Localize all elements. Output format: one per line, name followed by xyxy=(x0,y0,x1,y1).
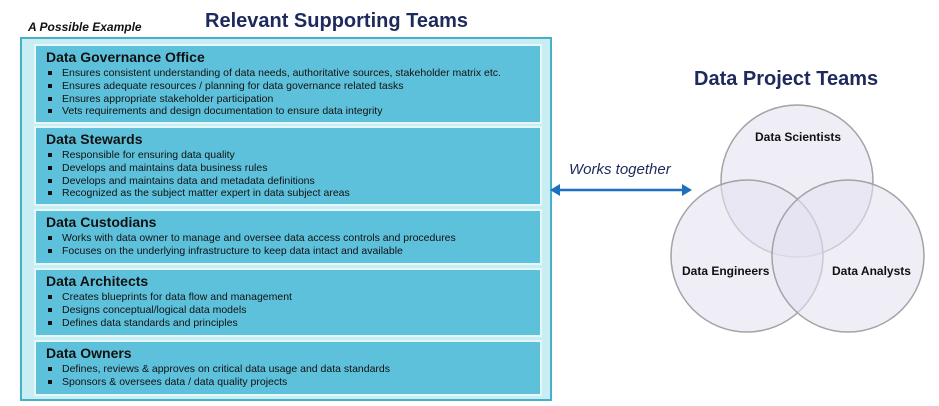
bullet-item: Sponsors & oversees data / data quality … xyxy=(46,376,530,389)
bullet-item: Vets requirements and design documentati… xyxy=(46,105,530,118)
double-arrow-icon xyxy=(550,184,692,196)
team-responsibilities: Responsible for ensuring data quality De… xyxy=(46,149,530,200)
venn-label-data-engineers: Data Engineers xyxy=(682,264,770,278)
venn-label-data-analysts: Data Analysts xyxy=(832,264,911,278)
team-data-stewards: Data Stewards Responsible for ensuring d… xyxy=(34,126,542,206)
bullet-item: Focuses on the underlying infrastructure… xyxy=(46,245,530,258)
bullet-item: Ensures appropriate stakeholder particip… xyxy=(46,93,530,106)
bullet-item: Defines data standards and principles xyxy=(46,317,530,330)
team-responsibilities: Defines, reviews & approves on critical … xyxy=(46,363,530,389)
venn-label-data-scientists: Data Scientists xyxy=(755,130,842,144)
team-responsibilities: Ensures consistent understanding of data… xyxy=(46,67,530,118)
team-data-governance-office: Data Governance Office Ensures consisten… xyxy=(34,44,542,124)
bullet-item: Ensures consistent understanding of data… xyxy=(46,67,530,80)
team-responsibilities: Works with data owner to manage and over… xyxy=(46,232,530,258)
project-teams-title: Data Project Teams xyxy=(694,68,879,90)
team-name: Data Owners xyxy=(46,345,132,361)
bullet-item: Designs conceptual/logical data models xyxy=(46,304,530,317)
bullet-item: Recognized as the subject matter expert … xyxy=(46,187,530,200)
bullet-item: Ensures adequate resources / planning fo… xyxy=(46,80,530,93)
example-label: A Possible Example xyxy=(28,20,142,34)
team-name: Data Governance Office xyxy=(46,49,205,65)
team-data-custodians: Data Custodians Works with data owner to… xyxy=(34,209,542,265)
team-name: Data Stewards xyxy=(46,131,143,147)
team-name: Data Architects xyxy=(46,273,149,289)
bullet-item: Creates blueprints for data flow and man… xyxy=(46,291,530,304)
team-responsibilities: Creates blueprints for data flow and man… xyxy=(46,291,530,329)
bullet-item: Develops and maintains data and metadata… xyxy=(46,175,530,188)
team-data-owners: Data Owners Defines, reviews & approves … xyxy=(34,340,542,396)
supporting-teams-title: Relevant Supporting Teams xyxy=(205,10,469,32)
venn-circle-data-analysts xyxy=(771,179,925,333)
team-name: Data Custodians xyxy=(46,214,157,230)
team-data-architects: Data Architects Creates blueprints for d… xyxy=(34,268,542,337)
bullet-item: Works with data owner to manage and over… xyxy=(46,232,530,245)
project-teams-venn xyxy=(670,104,925,333)
bullet-item: Defines, reviews & approves on critical … xyxy=(46,363,530,376)
bullet-item: Develops and maintains data business rul… xyxy=(46,162,530,175)
works-together-label: Works together xyxy=(569,161,671,178)
bullet-item: Responsible for ensuring data quality xyxy=(46,149,530,162)
